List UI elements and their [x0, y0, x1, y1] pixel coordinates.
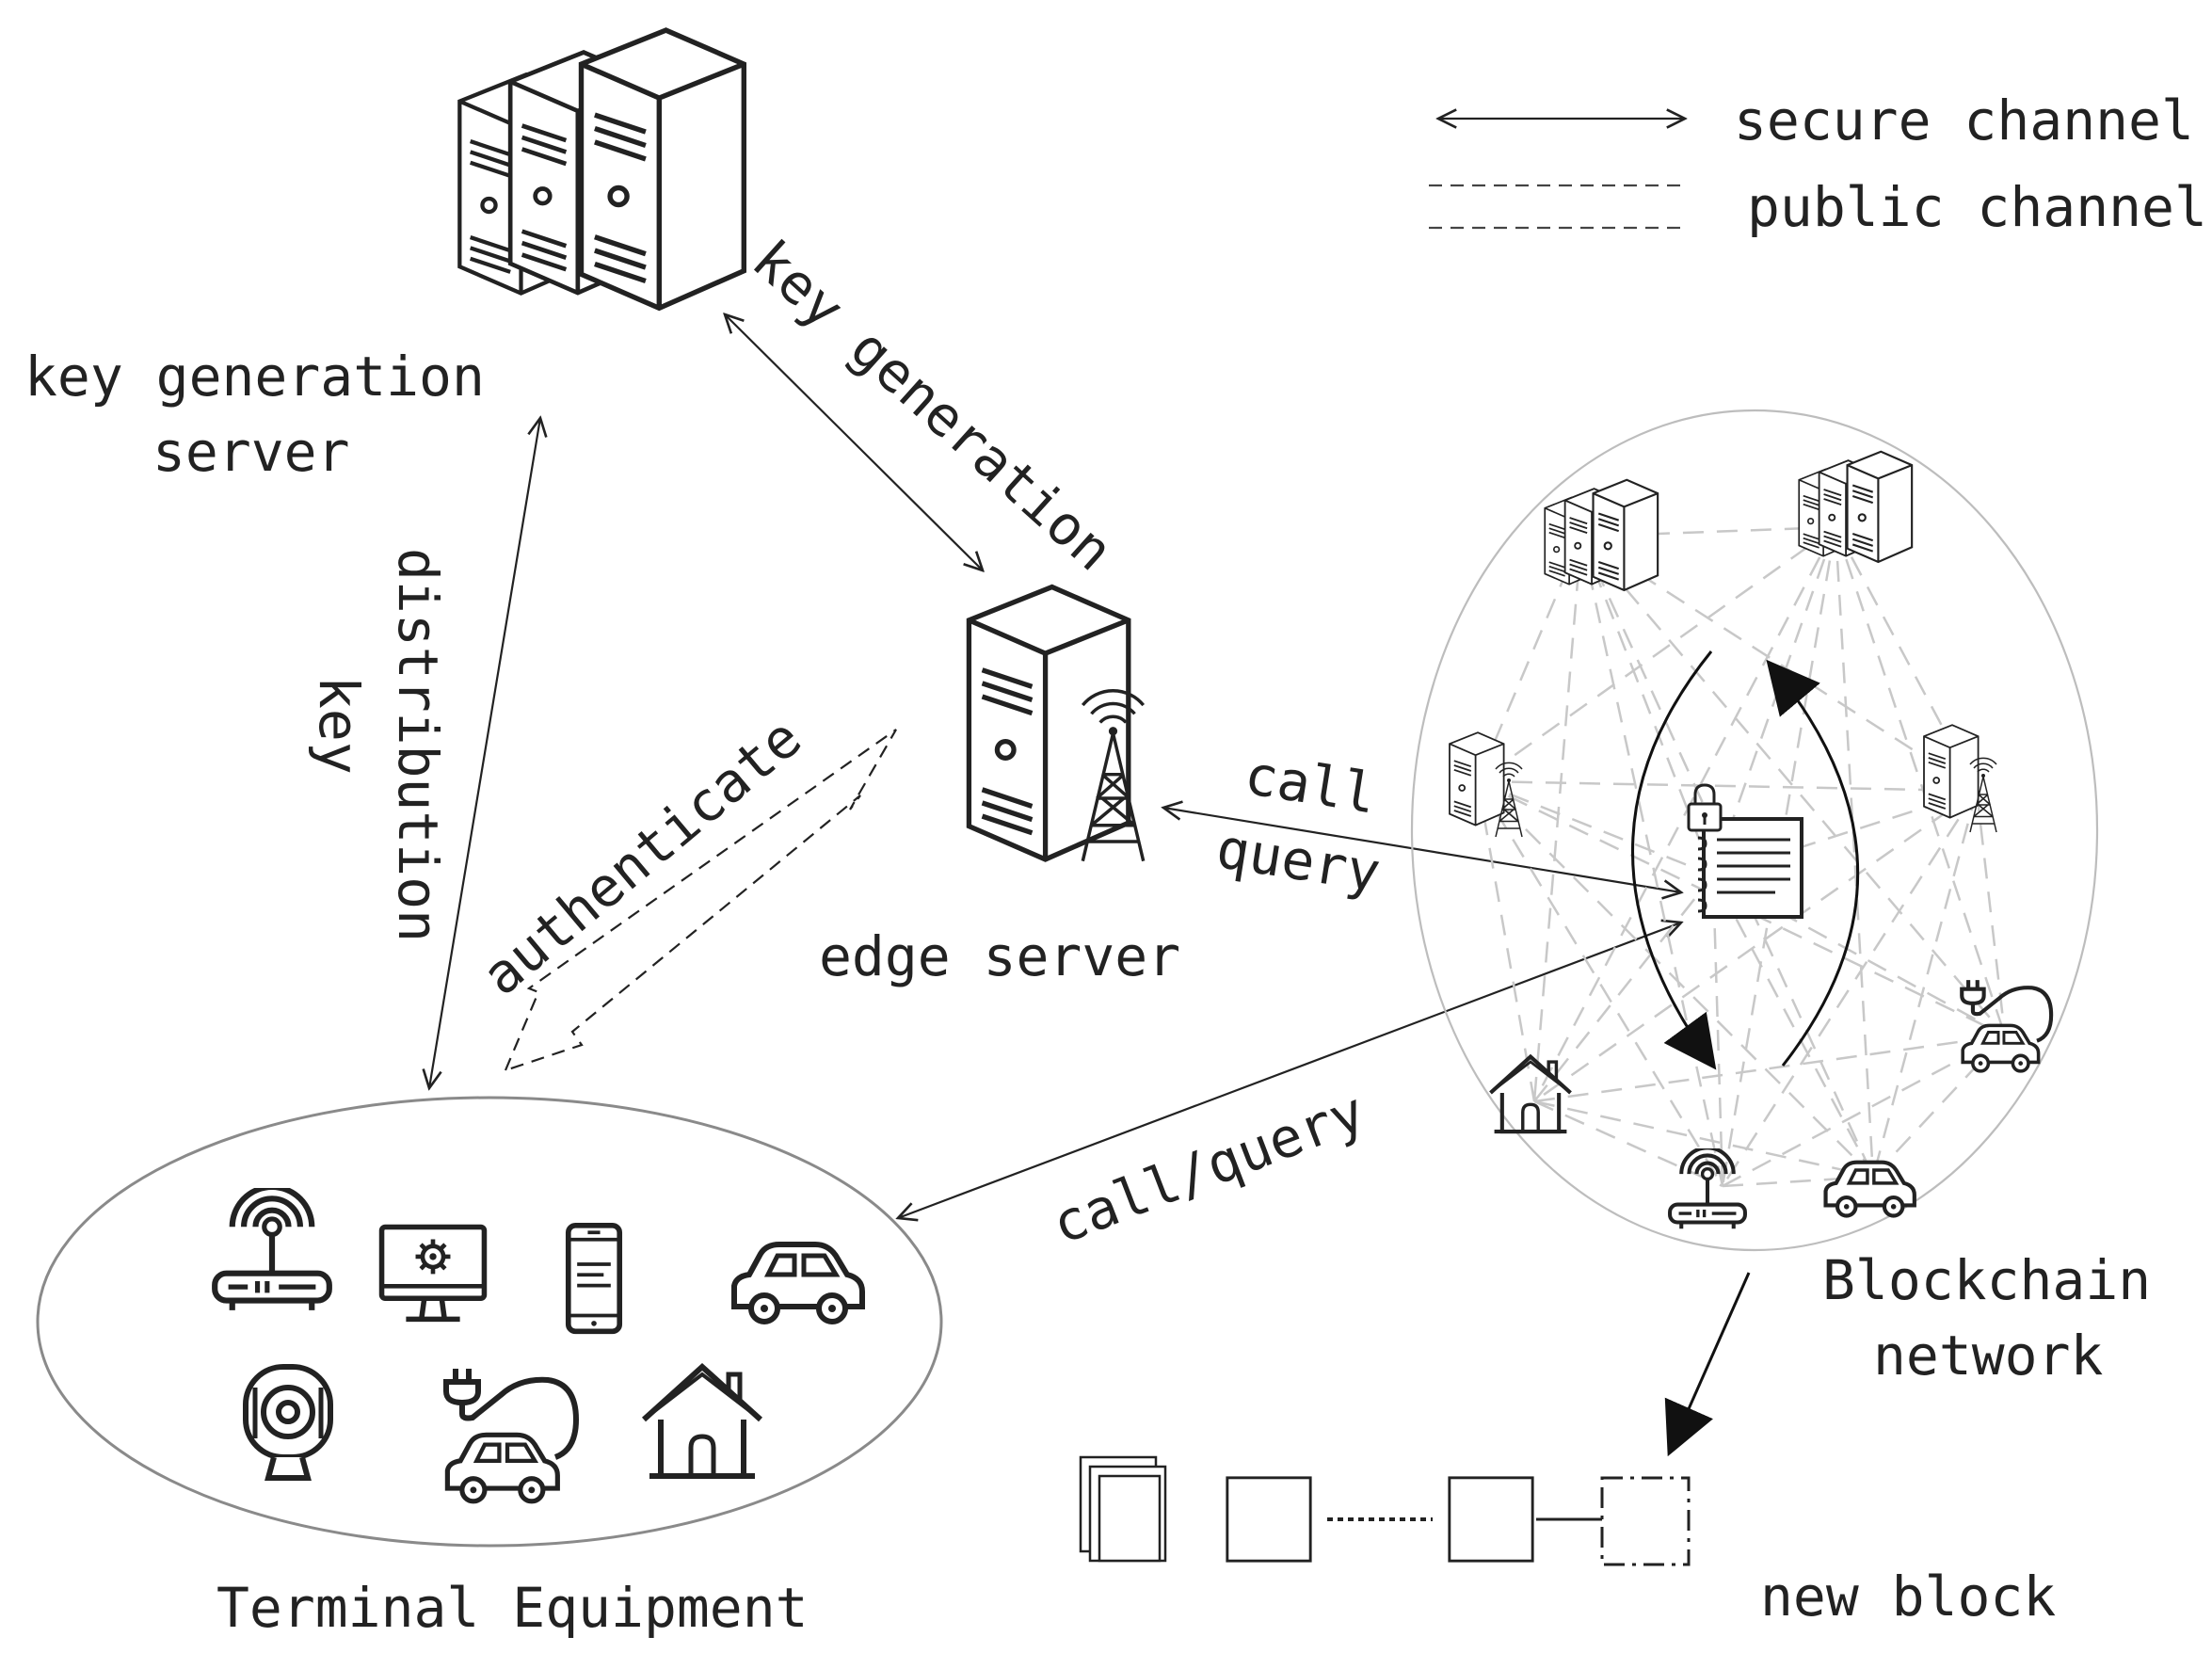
distribution-key-arrow: [429, 418, 540, 1088]
server-stack-icon: [1799, 452, 1912, 562]
blockchain-network-label-line1: Blockchain: [1822, 1248, 2151, 1312]
terminal-equipment-boundary: [36, 1096, 943, 1548]
call-query-terminal-arrow: [898, 923, 1681, 1218]
distribution-label: distribution: [386, 548, 450, 942]
new-block-pending: [1600, 1476, 1691, 1566]
server-tower-icon: [1922, 724, 1980, 819]
call-query-edge-arrow: [1163, 808, 1681, 892]
call-label: call: [1241, 743, 1381, 826]
legend: secure channel public channel: [1429, 88, 2207, 239]
edge-distribution-key: distribution key: [307, 418, 540, 1088]
edge-call-query-edge: call query: [1163, 743, 1681, 905]
terminal-equipment: Terminal Equipment: [36, 1096, 943, 1640]
blockchain-network-label-line2: network: [1873, 1324, 2104, 1388]
key-generation-server: key generation server: [24, 30, 744, 484]
edge-server-label: edge server: [819, 924, 1180, 988]
terminal-equipment-label: Terminal Equipment: [216, 1576, 809, 1640]
consensus-flow-arrow-up: [1766, 659, 1860, 1067]
server-tower-icon: [969, 587, 1128, 859]
secure-channel-label: secure channel: [1734, 88, 2194, 152]
call-query-terminal-label: call/query: [1044, 1079, 1373, 1257]
ev-charging-car-icon: [1962, 980, 2051, 1071]
block-chain: new block: [1079, 1272, 2056, 1629]
consensus-flow-arrow-down: [1631, 650, 1717, 1070]
new-block-label: new block: [1760, 1565, 2056, 1629]
server-stack-icon: [459, 30, 744, 308]
edge-authenticate: authenticate: [470, 705, 897, 1072]
ev-charging-car-icon: [446, 1369, 576, 1501]
blockchain-network-boundary: [1410, 409, 2099, 1252]
key-generation-arrow: [725, 314, 983, 570]
key-label: key: [307, 676, 371, 775]
query-label: query: [1212, 816, 1385, 905]
house-icon: [1490, 1057, 1570, 1132]
webcam-icon: [246, 1367, 330, 1478]
router-icon: [215, 1187, 329, 1310]
edge-server: edge server: [819, 587, 1180, 988]
house-icon: [644, 1367, 761, 1476]
block: [1448, 1476, 1534, 1563]
authenticate-hollow-arrow: [504, 729, 897, 1072]
authenticate-label: authenticate: [470, 705, 813, 1007]
block: [1226, 1476, 1312, 1563]
server-stack-icon: [1545, 480, 1658, 590]
edge-key-generation: key generation: [725, 228, 1125, 584]
new-block-arrow: [1664, 1272, 1751, 1457]
server-tower-icon: [1448, 731, 1505, 826]
blockchain-network: Blockchain network: [1410, 409, 2151, 1388]
key-generation-server-label-line2: server: [152, 420, 350, 484]
public-channel-label: public channel: [1747, 175, 2207, 239]
key-generation-server-label-line1: key generation: [24, 345, 485, 409]
car-icon: [734, 1244, 862, 1322]
monitor-gear-icon: [382, 1228, 485, 1320]
smartphone-icon: [569, 1226, 619, 1332]
ledger-lock-icon: [1687, 783, 1803, 919]
key-generation-label: key generation: [741, 228, 1126, 584]
genesis-block-stack-front: [1098, 1474, 1162, 1563]
